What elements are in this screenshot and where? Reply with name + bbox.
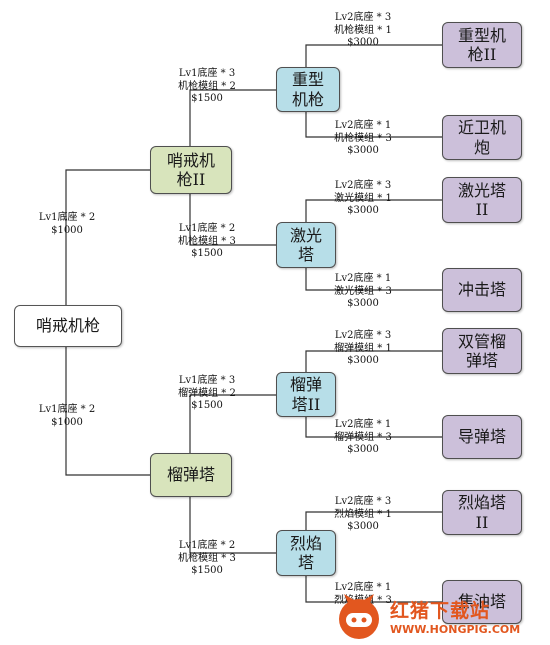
cost-to-sentry-gun-ii: Lv1底座 * 2$1000 [38,212,96,236]
node-grenade-tower: 榴弹塔 [150,453,232,497]
node-sentry-gun: 哨戒机枪 [14,305,122,347]
node-heavy-mg: 重型 机枪 [276,67,340,112]
cost-to-grenade-tower: Lv1底座 * 2$1000 [38,404,96,428]
node-laser-tower: 激光 塔 [276,222,336,268]
node-impact-tower: 冲击塔 [442,268,522,312]
node-laser-tower-ii: 激光塔 II [442,177,522,223]
node-ciws: 近卫机 炮 [442,115,522,160]
node-sentry-gun-ii: 哨戒机 枪II [150,146,232,194]
node-grenade-tower-ii: 榴弹 塔II [276,372,336,417]
watermark-title: 红猪下载站 [390,600,491,622]
node-flame-tower-ii: 烈焰塔 II [442,490,522,535]
node-flame-tower: 烈焰 塔 [276,530,336,576]
node-twin-grenade-tower: 双管榴 弹塔 [442,328,522,374]
pig-logo-icon [339,594,379,639]
node-heavy-mg-ii: 重型机 枪II [442,22,522,68]
node-tar-tower: 焦油塔 [442,580,522,624]
site-watermark: 红猪下载站 WWW.HONGPIG.COM [334,588,548,644]
node-missile-tower: 导弹塔 [442,415,522,459]
watermark-url: WWW.HONGPIG.COM [390,623,521,636]
